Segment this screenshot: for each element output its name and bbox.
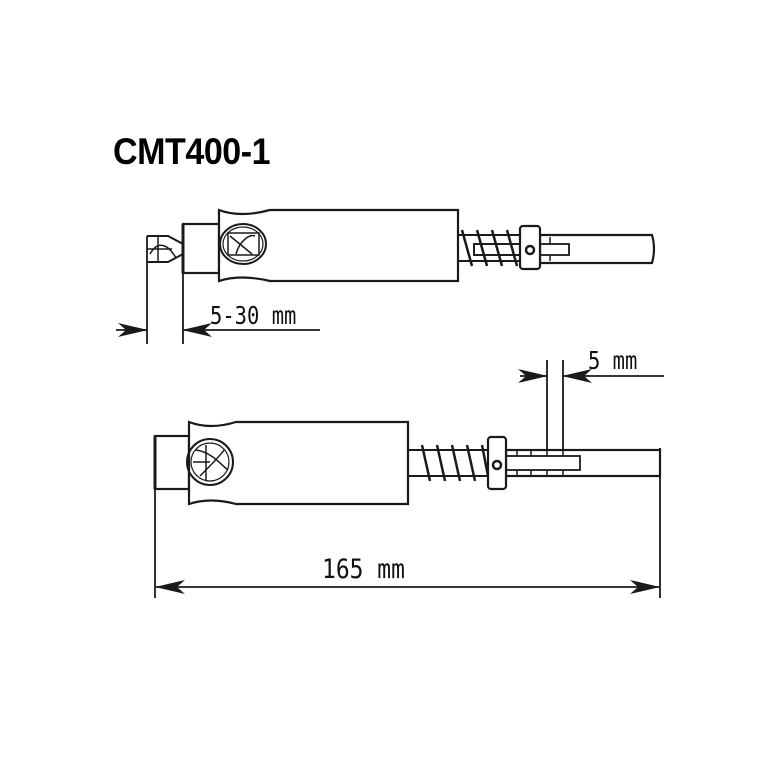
stop-collar [486, 435, 508, 491]
collar [153, 434, 191, 491]
top-view [116, 208, 656, 344]
depth-range-label: 5-30 mm [210, 301, 297, 330]
set-screw-icon [524, 244, 536, 256]
set-screw-icon [491, 459, 503, 471]
logo-icon [219, 223, 267, 265]
product-title: CMT400-1 [113, 131, 271, 172]
logo-icon [186, 438, 234, 486]
dimension-overall [154, 478, 661, 598]
stop-collar [518, 224, 542, 271]
stop-step-label: 5 mm [588, 346, 638, 375]
drill-bit-icon [147, 235, 184, 263]
spring-icon [408, 444, 491, 482]
bottom-view [153, 360, 664, 598]
spring-icon [458, 229, 522, 267]
main-body [217, 208, 460, 283]
main-body [187, 420, 410, 506]
shaft [538, 233, 656, 265]
overall-length-label: 165 mm [322, 554, 405, 585]
dimension-depth [116, 236, 320, 344]
shaft [504, 448, 662, 478]
dimension-stop-step [518, 360, 664, 450]
graduation-ticks [516, 450, 564, 476]
collar [181, 222, 221, 275]
